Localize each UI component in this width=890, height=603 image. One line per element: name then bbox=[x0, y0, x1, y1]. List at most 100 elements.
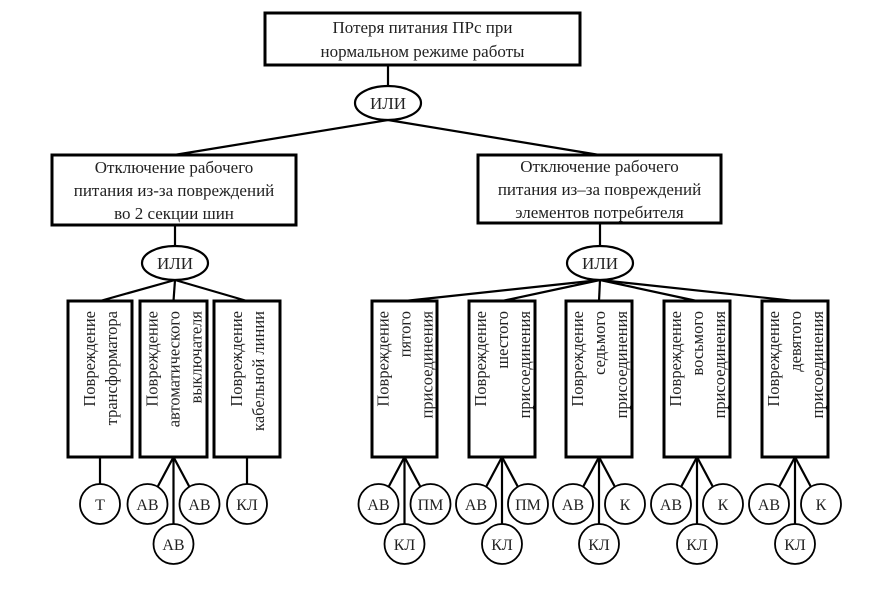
basic-event-circle bbox=[604, 483, 646, 525]
connector-lines bbox=[98, 65, 812, 524]
event-box-text: Повреждение bbox=[471, 311, 490, 407]
basic-event: КЛ bbox=[676, 523, 718, 565]
basic-event: ПМ bbox=[507, 483, 549, 525]
basic-event-circle bbox=[702, 483, 744, 525]
intermediate-event-box-frame bbox=[50, 153, 298, 227]
basic-event: АВ bbox=[357, 483, 400, 525]
connector-line bbox=[582, 456, 600, 488]
event-box-text: Повреждение bbox=[143, 311, 162, 407]
connector-line bbox=[778, 456, 796, 488]
basic-event: КЛ bbox=[383, 523, 426, 565]
connector-line bbox=[696, 456, 714, 488]
basic-event-circle bbox=[383, 523, 426, 565]
event-box-frame bbox=[370, 299, 439, 459]
or-gate-ellipse bbox=[353, 84, 423, 122]
basic-event-label: АВ bbox=[367, 497, 389, 514]
basic-event-label: КЛ bbox=[784, 537, 806, 554]
connector-line bbox=[404, 278, 601, 303]
basic-event-circle bbox=[800, 483, 842, 525]
basic-event-label: АВ bbox=[188, 497, 210, 514]
basic-event-circle bbox=[79, 483, 121, 525]
basic-event-circle bbox=[650, 483, 692, 525]
connector-line bbox=[597, 279, 602, 302]
event-box-text: Повреждение bbox=[764, 311, 783, 407]
basic-event-label: ПМ bbox=[515, 497, 541, 514]
intermediate-event-box-text: питания из-за повреждений bbox=[74, 181, 275, 200]
basic-event-label: ПМ bbox=[418, 497, 444, 514]
root-event-box-frame bbox=[263, 11, 582, 67]
basic-event-label: Т bbox=[95, 497, 105, 514]
basic-event-label: АВ bbox=[162, 537, 184, 554]
connector-line bbox=[387, 118, 600, 157]
intermediate-event-box-text: Отключение рабочего bbox=[520, 157, 679, 176]
basic-event-label: АВ bbox=[562, 497, 584, 514]
connector-line bbox=[172, 279, 177, 302]
connector-line bbox=[173, 118, 389, 157]
event-box-text: Повреждение bbox=[80, 311, 99, 407]
event-box-text: присоединения bbox=[418, 311, 437, 419]
event-box-frame bbox=[467, 299, 537, 459]
intermediate-event-box-text: элементов потребителя bbox=[515, 203, 684, 222]
basic-event-label: К bbox=[718, 497, 729, 514]
event-box-frame bbox=[138, 299, 209, 459]
intermediate-event-box-text: во 2 секции шин bbox=[114, 204, 234, 223]
basic-event-label: АВ bbox=[136, 497, 158, 514]
event-box-text: восьмого bbox=[688, 311, 707, 376]
connector-line bbox=[172, 456, 191, 488]
or-gate: ИЛИ bbox=[565, 244, 635, 282]
basic-event: АВ bbox=[126, 483, 169, 525]
or-gate-label: ИЛИ bbox=[582, 254, 618, 273]
or-gate-label: ИЛИ bbox=[370, 94, 406, 113]
event-box-text: пятого bbox=[396, 311, 415, 357]
connector-line bbox=[598, 456, 616, 488]
basic-event-circle bbox=[455, 483, 497, 525]
event-box-frame bbox=[212, 299, 282, 459]
basic-event-label: АВ bbox=[660, 497, 682, 514]
connector-line bbox=[387, 456, 406, 488]
basic-event-label: КЛ bbox=[491, 537, 513, 554]
basic-event-label: К bbox=[816, 497, 827, 514]
event-box-text: кабельной линии bbox=[249, 311, 268, 431]
basic-event-circle bbox=[357, 483, 400, 525]
event-box-text: присоединения bbox=[515, 311, 534, 419]
or-gate-ellipse bbox=[565, 244, 635, 282]
connector-line bbox=[99, 278, 176, 303]
connector-line bbox=[174, 278, 248, 303]
event-box-text: присоединения bbox=[808, 311, 827, 419]
basic-event: КЛ bbox=[774, 523, 816, 565]
basic-event: ПМ bbox=[409, 483, 452, 525]
intermediate-event-box-frame bbox=[476, 153, 723, 225]
basic-event-circle bbox=[409, 483, 452, 525]
event-box-text: автоматического bbox=[165, 311, 184, 427]
connector-line bbox=[485, 456, 503, 488]
connector-line bbox=[794, 456, 812, 488]
event-box-text: присоединения bbox=[612, 311, 631, 419]
basic-event: КЛ bbox=[226, 483, 268, 525]
basic-event-circle bbox=[481, 523, 523, 565]
or-gate: ИЛИ bbox=[353, 84, 423, 122]
basic-event: К bbox=[800, 483, 842, 525]
event-box-text: Повреждение bbox=[666, 311, 685, 407]
basic-event-circle bbox=[552, 483, 594, 525]
basic-event: АВ bbox=[455, 483, 497, 525]
event-box-text: Повреждение bbox=[568, 311, 587, 407]
basic-event-label: АВ bbox=[758, 497, 780, 514]
root-event-box-text: нормальном режиме работы bbox=[321, 42, 526, 61]
basic-event-circle bbox=[578, 523, 620, 565]
basic-event-circle bbox=[774, 523, 816, 565]
basic-event-circle bbox=[507, 483, 549, 525]
event-box-text: Повреждение bbox=[374, 311, 393, 407]
basic-event: К bbox=[702, 483, 744, 525]
basic-event-circle bbox=[126, 483, 169, 525]
event-box-text: трансформатора bbox=[102, 310, 121, 425]
basic-event: АВ bbox=[552, 483, 594, 525]
basic-event: АВ bbox=[178, 483, 221, 525]
basic-event-circle bbox=[676, 523, 718, 565]
